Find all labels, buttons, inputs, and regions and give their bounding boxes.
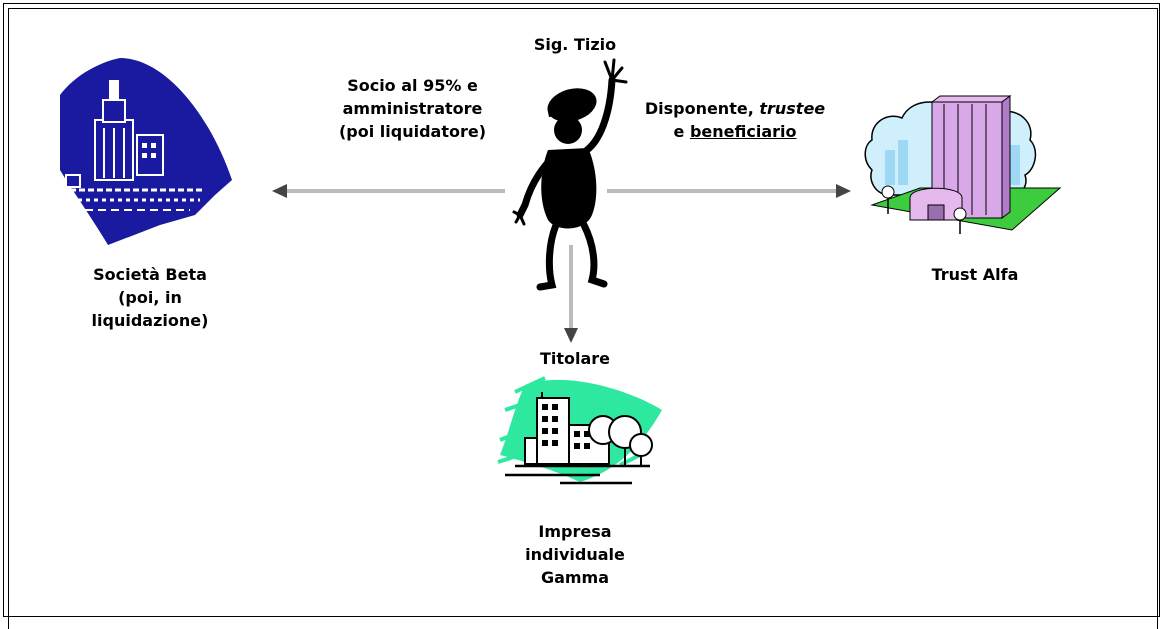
entity-name-alfa: Trust Alfa xyxy=(931,265,1019,284)
entity-name-gamma: Impresa individuale Gamma xyxy=(525,522,625,587)
arrow-to-beta xyxy=(272,184,505,198)
relation-label-gamma: Titolare xyxy=(539,349,611,368)
outer-frame xyxy=(3,3,1160,617)
arrow-to-gamma xyxy=(564,245,578,343)
relation-label-alfa: Disponente, trustee e beneficiario xyxy=(644,99,826,141)
entity-name-beta: Società Beta (poi, in liquidazione) xyxy=(91,265,209,330)
relation-label-beta: Socio al 95% e amministratore (poi liqui… xyxy=(338,76,487,141)
person-name-label: Sig. Tizio xyxy=(533,35,617,54)
inner-frame xyxy=(8,8,1158,629)
arrow-to-alfa xyxy=(607,184,851,198)
